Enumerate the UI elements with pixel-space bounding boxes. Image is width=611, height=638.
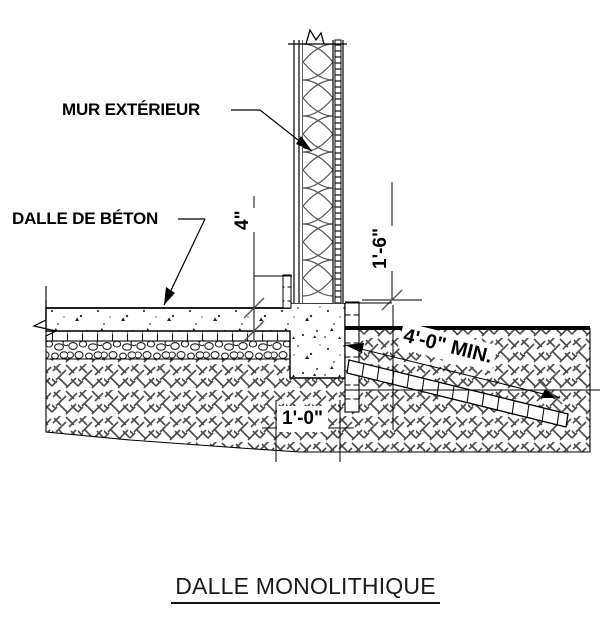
sloped-perimeter-insulation	[346, 359, 569, 428]
dimension-label-slab-thickness: 4"	[231, 208, 255, 232]
slab-edge-insulation-strip	[282, 274, 292, 309]
leader-slab	[163, 218, 206, 306]
drawing-title-text: DALLE MONOLITHIQUE	[171, 573, 440, 604]
exterior-wall	[288, 28, 347, 304]
label-concrete-slab: DALLE DE BÉTON	[12, 209, 159, 228]
construction-lines	[254, 275, 392, 304]
label-exterior-wall: MUR EXTÉRIEUR	[62, 100, 201, 119]
footing-edge-insulation	[344, 301, 360, 413]
dimension-label-footing-depth: 1'-6"	[369, 226, 393, 271]
leader-wall	[231, 109, 313, 152]
drawing-title: DALLE MONOLITHIQUE	[0, 573, 611, 604]
dimension-insulation-run	[344, 305, 600, 430]
dimension-label-footing-width: 1'-0"	[277, 406, 328, 432]
break-line-left	[32, 286, 58, 346]
